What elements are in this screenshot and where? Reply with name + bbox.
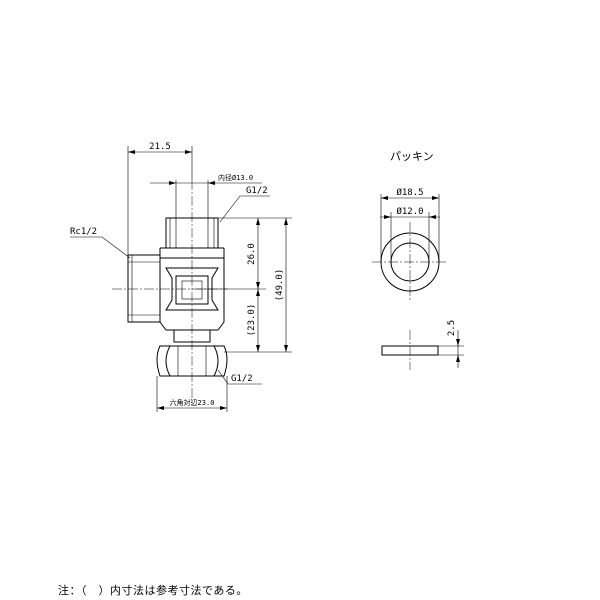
leader-line (219, 195, 270, 223)
dim-inner-dia-label: 内径Ø13.0 (218, 173, 253, 182)
hex-nut-outline (156, 345, 228, 377)
dim-width-label: 21.5 (149, 142, 171, 152)
packing-top-view (372, 222, 448, 302)
thread-side-callout: Rc1/2 (70, 227, 131, 259)
dim-packing-outer-group: Ø18.5 (380, 187, 440, 262)
valve-side-view (112, 180, 228, 405)
hex-nut-facet (165, 345, 171, 377)
square-window-inner (181, 280, 203, 300)
arrowhead (208, 181, 215, 185)
dim-packing-inner-group: Ø12.0 (380, 206, 440, 262)
footnote: 注：（ ）内寸法は参考寸法である。 (58, 584, 248, 597)
lower-neck (173, 329, 211, 343)
thread-bottom-callout: G1/2 (217, 369, 262, 385)
dim-packing-thickness-label: 2.5 (447, 320, 457, 336)
dim-lower-label: (23.0) (247, 304, 257, 337)
dim-packing-inner-label: Ø12.0 (396, 206, 423, 217)
arrowhead (220, 406, 227, 410)
dim-total-label: (49.0) (275, 269, 285, 302)
dim-vertical-group: 26.0 (23.0) (49.0) (196, 217, 292, 353)
arrowhead (284, 218, 288, 225)
thread-side-label: Rc1/2 (70, 227, 97, 237)
dim-packing-outer-label: Ø18.5 (396, 187, 423, 198)
arrowhead (456, 339, 460, 346)
thread-bottom-label: G1/2 (231, 374, 253, 384)
arrowhead (256, 282, 260, 289)
leader-line (217, 369, 262, 385)
arrowhead (384, 215, 391, 219)
hex-nut-facet (213, 345, 219, 377)
packing-title: パッキン (390, 150, 434, 163)
square-boss (165, 267, 219, 311)
leader-line (70, 236, 131, 259)
dim-hex-label: 六角対辺23.0 (170, 398, 215, 407)
arrowhead (456, 355, 460, 362)
arrowhead (284, 345, 288, 352)
arrowhead (256, 345, 260, 352)
arrowhead (381, 196, 388, 200)
arrowhead (128, 150, 135, 154)
dim-upper-label: 26.0 (247, 243, 257, 265)
side-inlet-outline (127, 254, 160, 323)
dim-hex-group: 六角対辺23.0 (156, 376, 228, 412)
square-window (175, 275, 209, 305)
dim-inner-dia-group: 内径Ø13.0 (150, 173, 262, 185)
thread-top-label: G1/2 (246, 186, 268, 196)
arrowhead (432, 196, 439, 200)
arrowhead (256, 218, 260, 225)
packing-side-view (381, 330, 439, 370)
arrowhead (157, 406, 164, 410)
arrowhead (169, 181, 176, 185)
dim-packing-thickness-group: 2.5 (438, 320, 464, 368)
arrowhead (429, 215, 436, 219)
thread-top-callout: G1/2 (219, 186, 270, 223)
arrowhead (256, 289, 260, 296)
arrowhead (185, 150, 192, 154)
dim-width-group: 21.5 (127, 142, 193, 255)
